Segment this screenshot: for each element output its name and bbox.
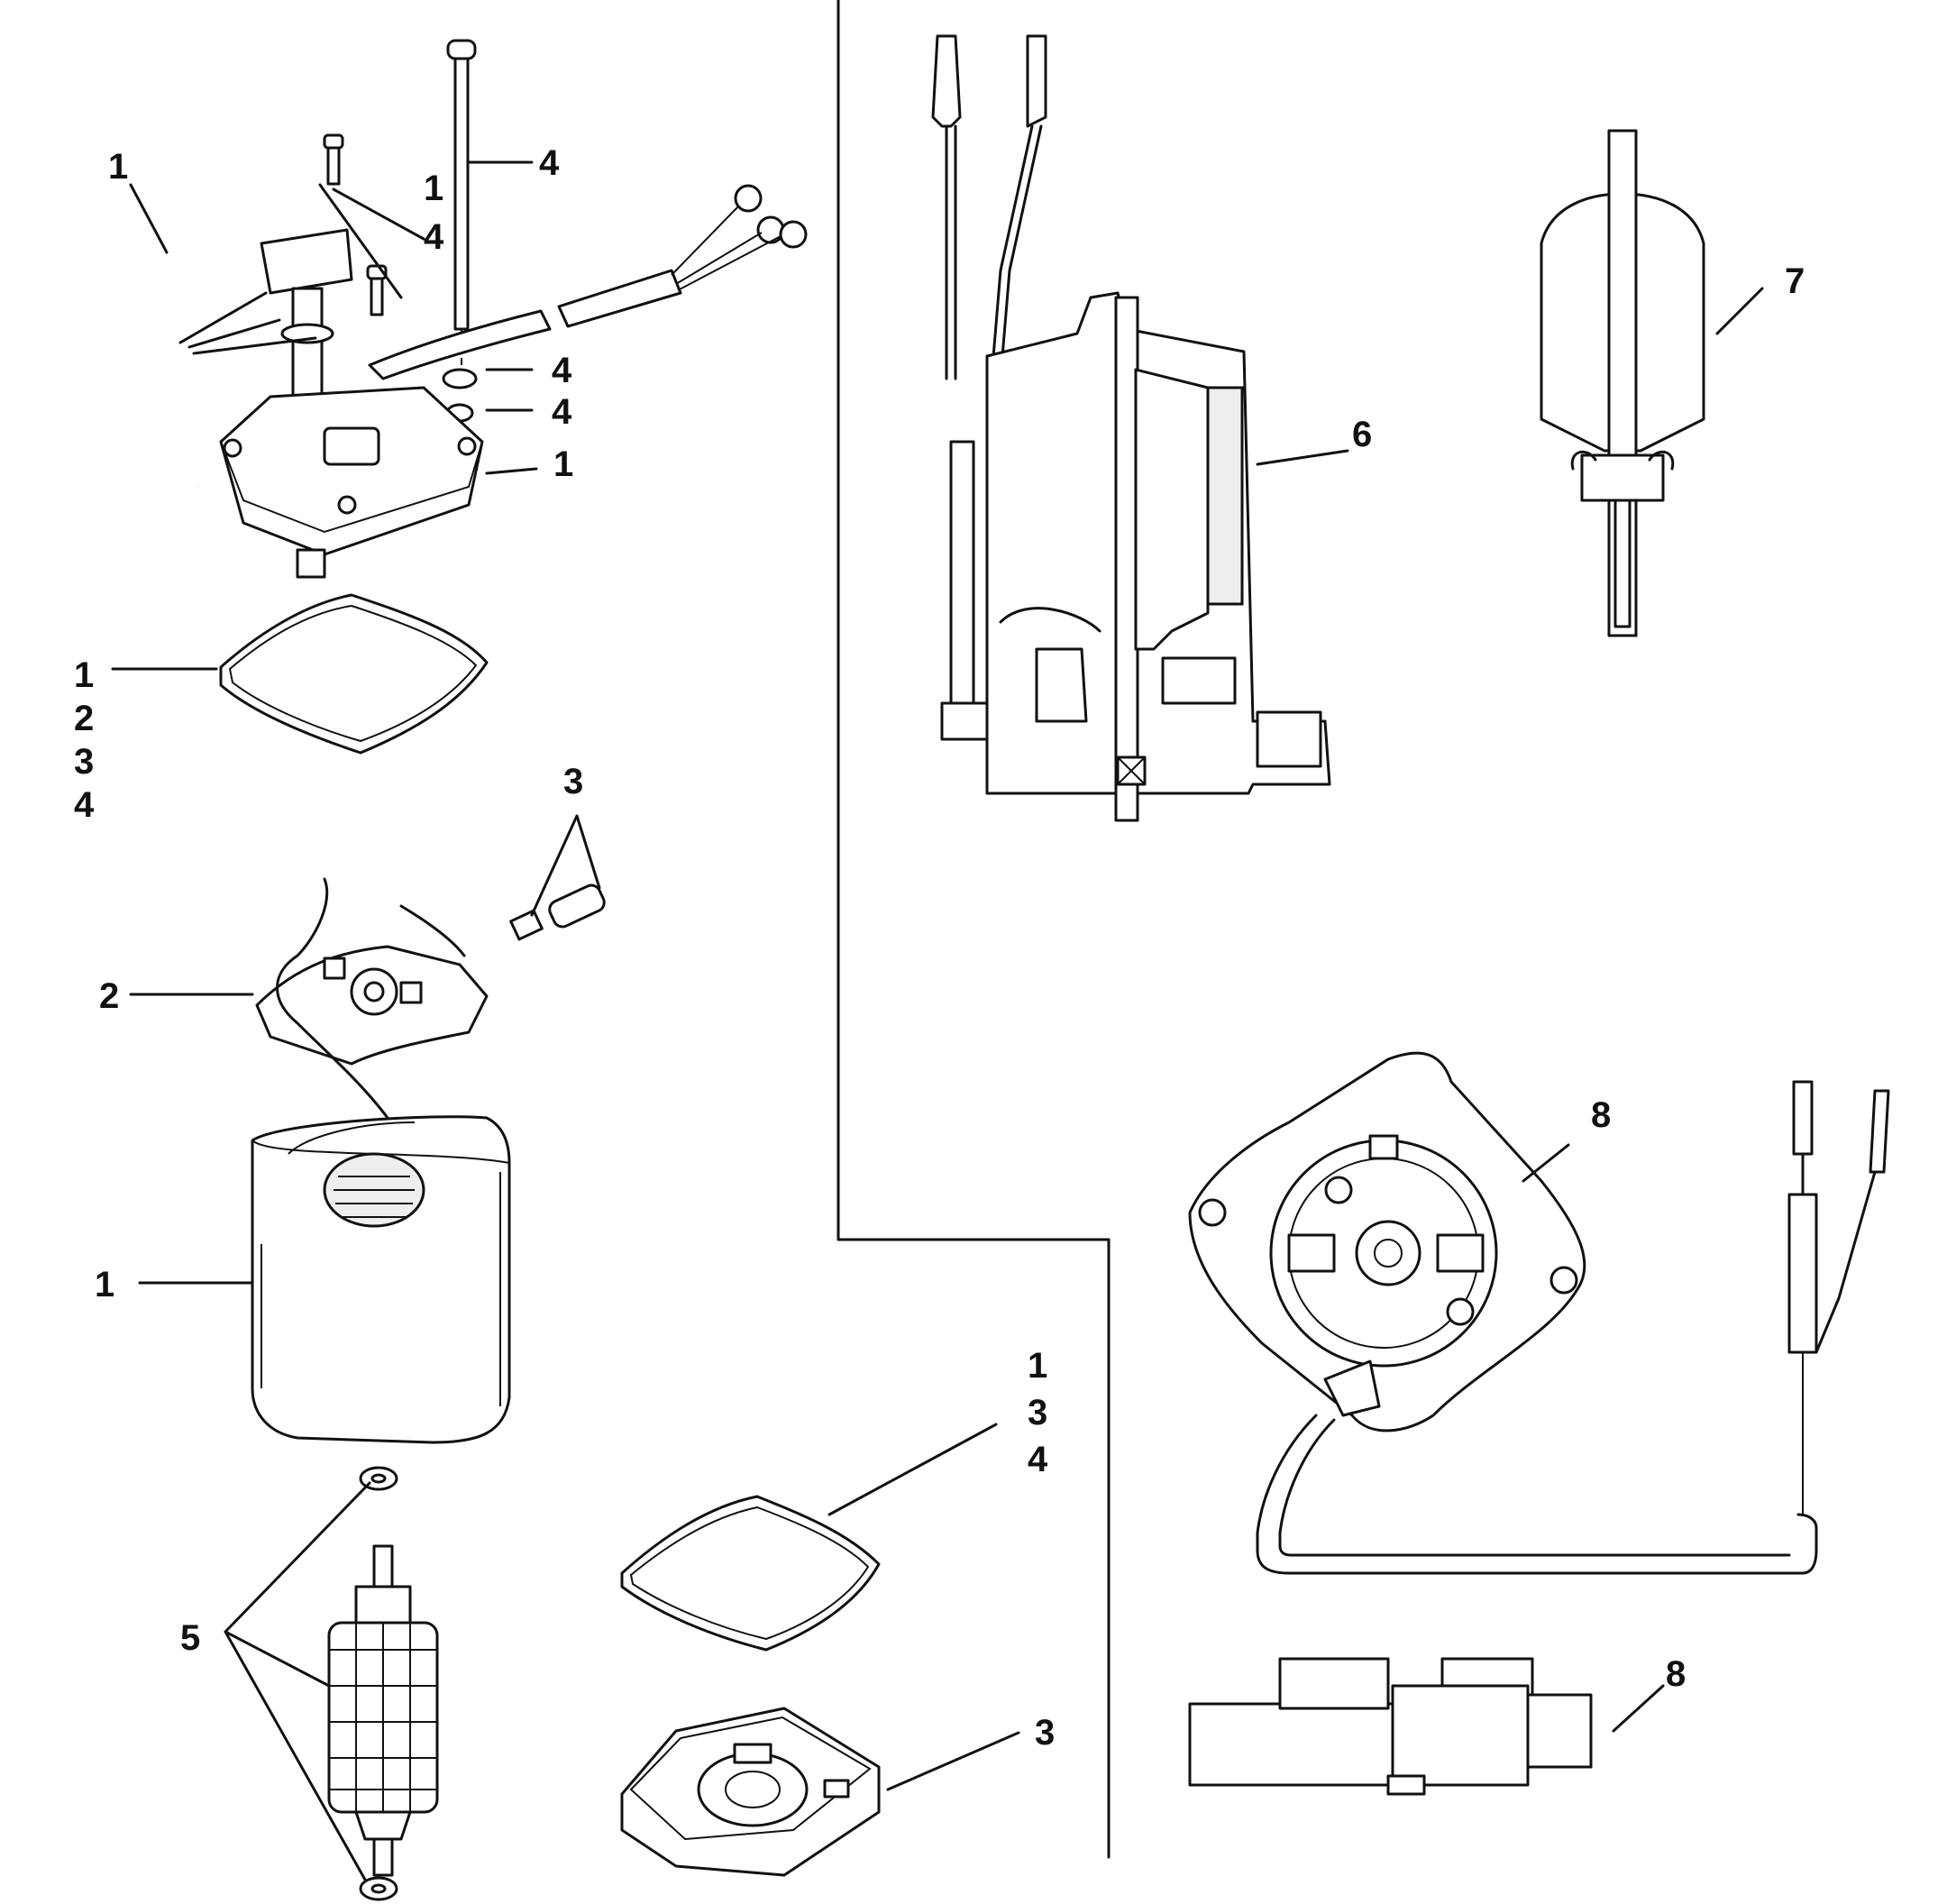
label-armature-alt: 7 [1785, 261, 1805, 301]
armature-alt-part [1540, 129, 1705, 637]
label-end-plate: 8 [1591, 1095, 1611, 1135]
label-screw-group-a: 1 [424, 169, 443, 208]
label-seal-bottom-4: 4 [1028, 1440, 1048, 1479]
end-plate-side-part [1188, 1657, 1593, 1796]
end-cap-bottom [620, 1707, 881, 1877]
label-brush-kit: 3 [563, 762, 583, 801]
seal-ring-bottom [620, 1495, 881, 1652]
end-cap-top [219, 386, 484, 579]
motor-frame [251, 1115, 511, 1444]
label-motor-assembly: 6 [1352, 415, 1372, 454]
label-seal-top-3: 3 [74, 742, 94, 782]
label-end-cap-top: 1 [553, 444, 573, 484]
label-screw-group-b: 4 [424, 217, 444, 257]
seal-ring-top [219, 593, 489, 755]
label-brush-plate: 2 [99, 976, 119, 1016]
washers [442, 368, 478, 423]
motor-assembly-part [931, 34, 1331, 822]
label-end-plate-side: 8 [1666, 1654, 1686, 1694]
brush-plate [255, 877, 489, 1120]
callout-labels: 1 4 1 4 4 4 1 1 2 3 4 3 2 1 5 1 3 4 3 6 … [74, 143, 1805, 1753]
label-seal-top-1: 1 [74, 655, 94, 695]
armature-part [327, 1544, 439, 1877]
label-seal-bottom-1: 1 [1028, 1346, 1047, 1386]
cable-lead [368, 184, 808, 380]
brush-sleeves [509, 883, 606, 941]
label-washer-a: 4 [552, 351, 572, 390]
label-hose: 1 [108, 147, 128, 187]
section-divider [836, 0, 1111, 1859]
screw [323, 133, 388, 316]
label-seal-top-4: 4 [74, 785, 95, 825]
hose-fitting-flange [260, 228, 353, 398]
end-plate-part [1188, 1051, 1890, 1575]
label-long-bolt: 4 [539, 143, 560, 183]
label-seal-bottom-3: 3 [1028, 1393, 1047, 1433]
label-washer-b: 4 [552, 392, 572, 432]
label-frame: 1 [95, 1265, 114, 1304]
hose-part [106, 137, 306, 499]
label-armature: 5 [180, 1618, 200, 1658]
label-seal-top-2: 2 [74, 699, 94, 738]
label-end-cap-bottom: 3 [1035, 1713, 1055, 1753]
leader-lines [111, 160, 1764, 1881]
